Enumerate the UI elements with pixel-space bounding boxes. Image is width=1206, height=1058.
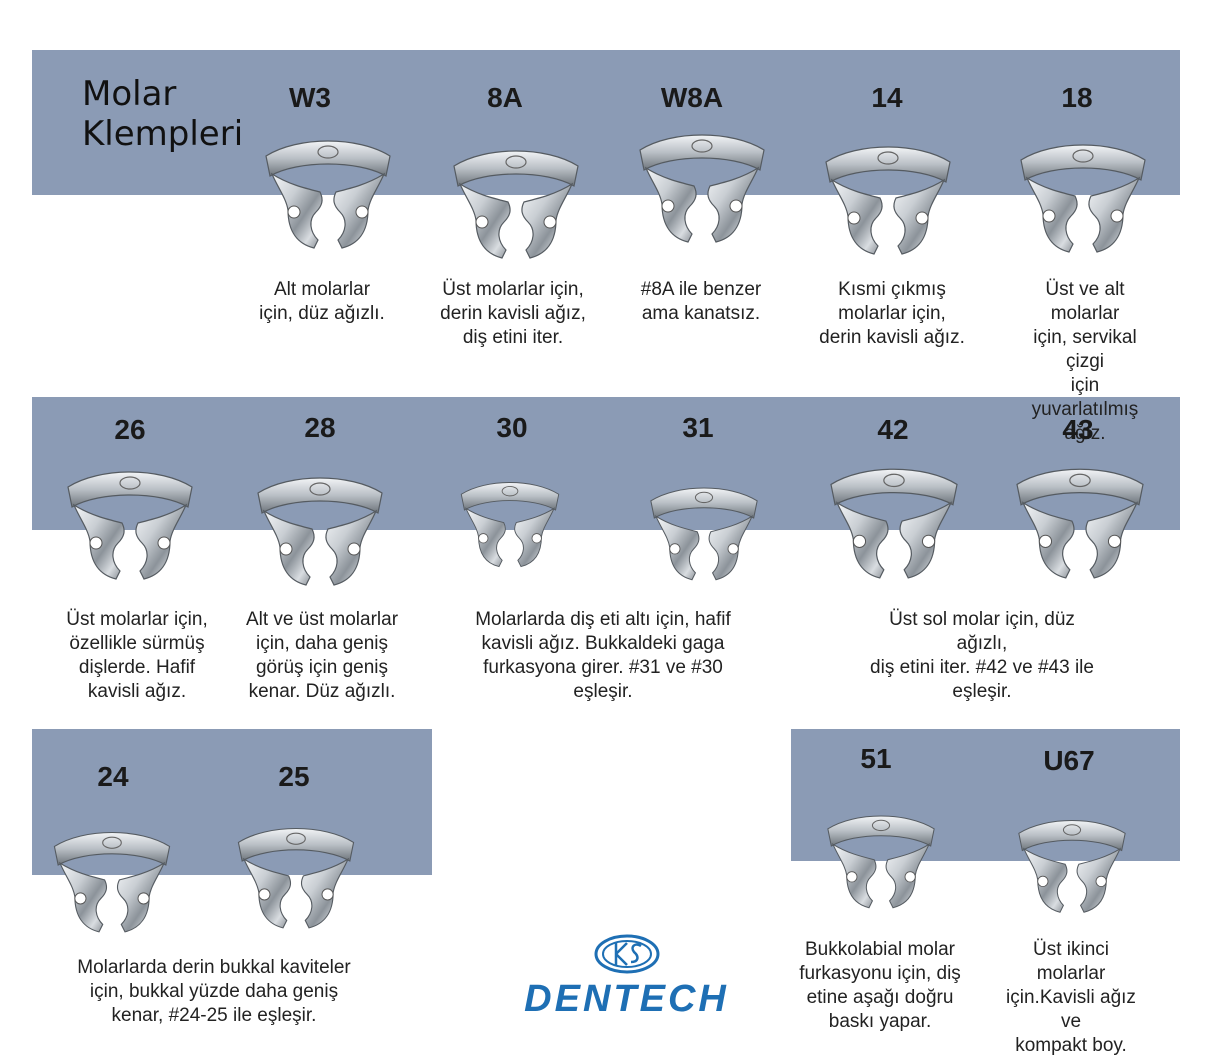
clamp-43-image xyxy=(1016,468,1144,579)
shared-desc-42-43: Üst sol molar için, düz ağızlı, diş etin… xyxy=(870,609,1094,702)
clamp-desc-w3: Alt molarlar için, düz ağızlı. xyxy=(259,279,385,324)
clamp-code-43: 43 xyxy=(1062,414,1094,445)
clamp-desc-28: Alt ve üst molarlar için, daha geniş gör… xyxy=(245,609,399,702)
clamp-26-image xyxy=(67,471,193,580)
clamp-w3-image xyxy=(265,140,391,249)
clamp-51-image xyxy=(827,815,935,909)
clamp-desc-w8a: #8A ile benzer ama kanatsız. xyxy=(640,279,762,324)
clamp-code-51: 51 xyxy=(860,743,892,774)
clamp-code-14: 14 xyxy=(871,82,903,113)
clamp-code-w3: W3 xyxy=(289,82,331,113)
clamp-u67-image xyxy=(1018,819,1126,913)
clamp-8a-image xyxy=(453,150,579,259)
clamp-code-31: 31 xyxy=(682,412,714,443)
clamp-code-30: 30 xyxy=(496,412,528,443)
clamp-code-w8a: W8A xyxy=(660,82,724,113)
clamp-code-26: 26 xyxy=(114,414,146,445)
clamp-code-25: 25 xyxy=(278,761,310,792)
shared-desc-30-31: Molarlarda diş eti altı için, hafif kavi… xyxy=(475,609,731,702)
clamp-30-image xyxy=(460,482,560,568)
clamp-28-image xyxy=(257,477,383,586)
clamp-desc-26: Üst molarlar için, özellikle sürmüş dişl… xyxy=(66,609,208,702)
logo-wordmark: DENTECH xyxy=(524,978,729,1020)
clamp-31-image xyxy=(650,487,758,581)
clamp-code-8a: 8A xyxy=(487,82,523,113)
band-row2 xyxy=(32,397,1180,530)
dentech-logo: DENTECH xyxy=(524,934,729,1024)
band-row1 xyxy=(32,50,1180,195)
clamp-w8a-image xyxy=(639,134,765,243)
clamp-code-u67: U67 xyxy=(1043,745,1095,776)
clamp-25-image xyxy=(237,827,355,929)
title-line-1: Molar xyxy=(82,74,177,114)
title-line-2: Klempleri xyxy=(82,114,244,154)
clamp-desc-u67: Üst ikinci molarlar için.Kavisli ağız ve… xyxy=(1006,939,1136,1056)
clamp-desc-51: Bukkolabial molar furkasyonu için, diş e… xyxy=(799,939,961,1032)
page-title: Molar Klempleri xyxy=(82,74,243,154)
clamp-14-image xyxy=(825,146,951,255)
clamp-42-image xyxy=(830,468,958,579)
clamp-code-18: 18 xyxy=(1061,82,1093,113)
shared-desc-24-25: Molarlarda derin bukkal kaviteler için, … xyxy=(77,957,351,1026)
clamp-desc-14: Kısmi çıkmış molarlar için, derin kavisl… xyxy=(819,279,965,348)
clamp-18-image xyxy=(1020,144,1146,253)
clamp-code-42: 42 xyxy=(877,414,909,445)
clamp-desc-8a: Üst molarlar için, derin kavisli ağız, d… xyxy=(440,279,586,348)
clamp-code-28: 28 xyxy=(304,412,336,443)
clamp-desc-18: Üst ve alt molarlar için, servikal çizgi… xyxy=(1031,279,1139,444)
clamp-code-24: 24 xyxy=(97,761,129,792)
ks-emblem-icon xyxy=(594,934,660,974)
clamp-24-image xyxy=(53,831,171,933)
